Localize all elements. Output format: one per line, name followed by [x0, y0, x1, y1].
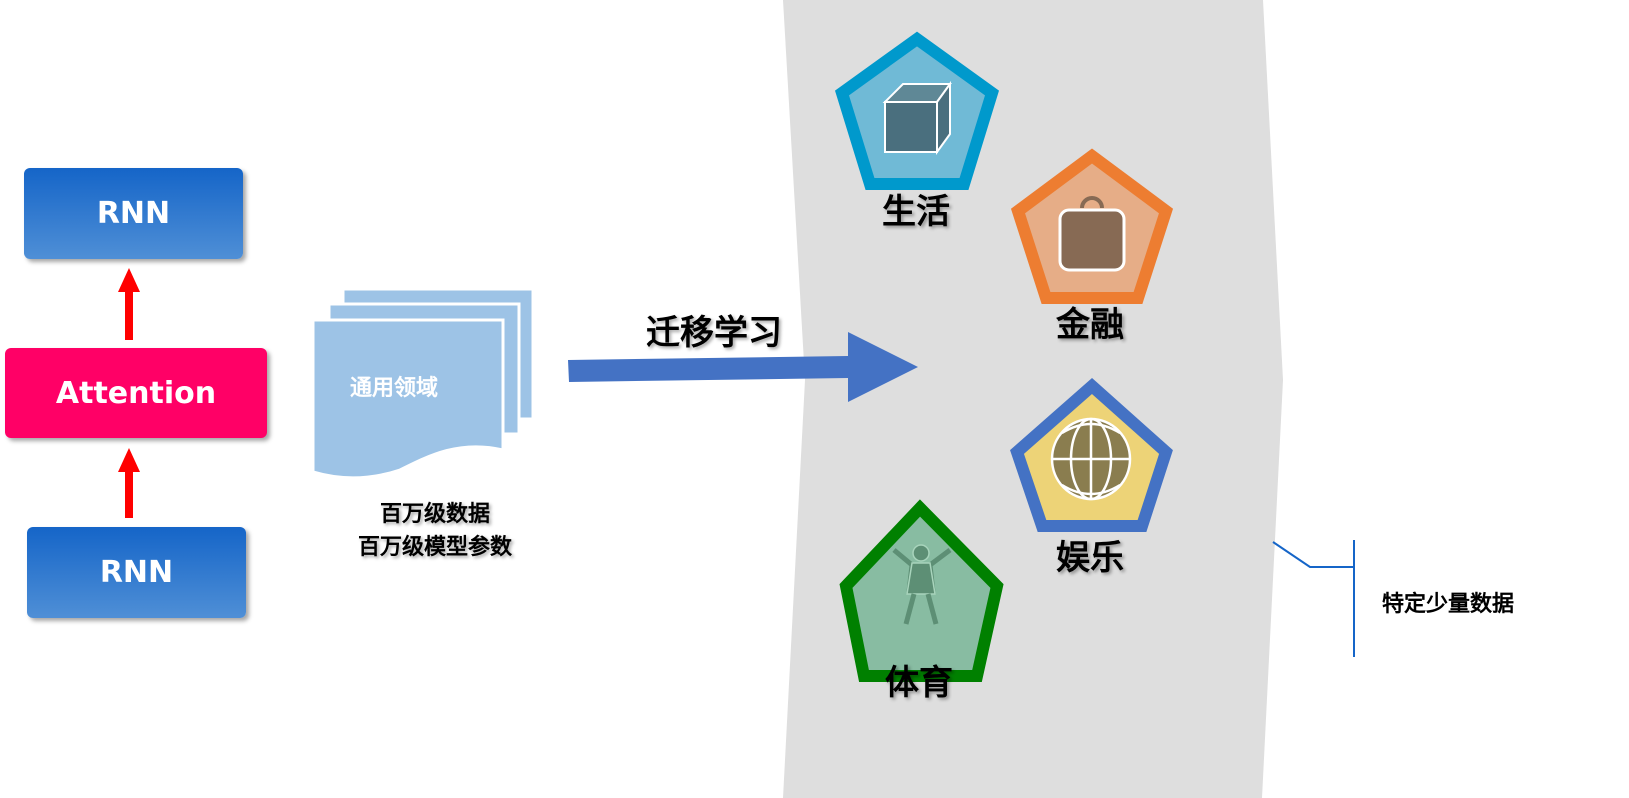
domain-finance-pentagon — [1010, 148, 1174, 304]
rnn-top-box: RNN — [24, 168, 243, 259]
up-arrow-icon — [118, 268, 140, 340]
domain-sports-label: 体育 — [885, 663, 953, 703]
documents-label: 通用领域 — [350, 376, 439, 401]
transfer-arrow-icon — [568, 332, 918, 402]
cube-icon — [882, 80, 952, 156]
documents-caption: 百万级数据 百万级模型参数 — [330, 498, 540, 564]
domain-life-pentagon — [834, 31, 1000, 190]
transfer-learning-label: 迁移学习 — [646, 313, 782, 353]
domain-entertainment-label: 娱乐 — [1056, 538, 1124, 578]
domain-sports-pentagon — [839, 499, 1004, 682]
domain-entertainment-pentagon — [1010, 377, 1173, 532]
caption-line-2: 百万级模型参数 — [357, 535, 512, 560]
specific-data-label: 特定少量数据 — [1382, 592, 1515, 617]
attention-box: Attention — [5, 348, 267, 438]
bracket-connector — [1272, 540, 1355, 657]
domain-life-label: 生活 — [882, 192, 950, 232]
up-arrow-icon — [118, 448, 140, 518]
rnn-bottom-box: RNN — [27, 527, 246, 618]
globe-icon — [1050, 417, 1132, 501]
person-icon — [892, 544, 952, 625]
documents-stack-icon — [311, 287, 535, 480]
briefcase-icon — [1058, 196, 1126, 272]
domain-finance-label: 金融 — [1056, 305, 1124, 345]
caption-line-1: 百万级数据 — [379, 502, 490, 527]
